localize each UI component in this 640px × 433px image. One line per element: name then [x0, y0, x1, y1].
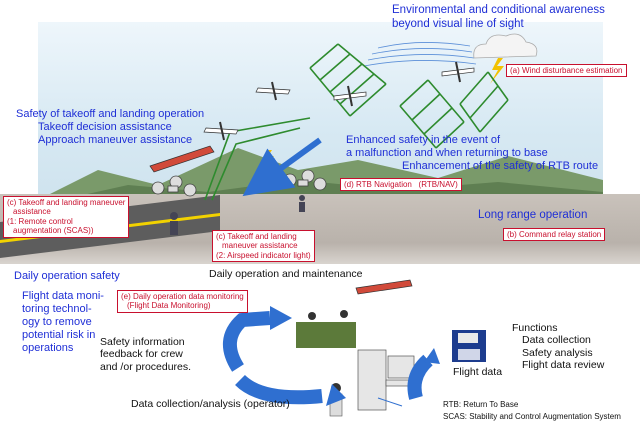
takeoff-safety-text: Safety of takeoff and landing operation …: [16, 108, 205, 146]
wind-estimation-box: (a) Wind disturbance estimation: [506, 64, 627, 78]
floppy-disk-icon: [452, 330, 486, 362]
lightning-icon: [260, 150, 274, 172]
scas-assistance-box: (c) Takeoff and landing maneuver assista…: [3, 196, 130, 238]
wind-lines-icon: [363, 42, 477, 67]
footnotes: RTB: Return To Base SCAS: Stability and …: [443, 400, 621, 422]
maintenance-label: Daily operation and maintenance: [209, 268, 363, 280]
airspeed-indicator-box: (c) Takeoff and landing maneuver assista…: [212, 230, 315, 263]
rtb-navigation-box: (d) RTB Navigation (RTB/NAV): [340, 178, 462, 192]
long-range-text: Long range operation: [478, 209, 588, 221]
data-collection-label: Data collection/analysis (operator): [131, 398, 290, 410]
feedback-text: Safety information feedback for crew and…: [100, 336, 192, 373]
maintenance-crew-icon: [296, 310, 356, 348]
uav-aircraft-icon: [149, 61, 475, 295]
pointer-arrow-icon: [377, 397, 403, 407]
enhanced-safety-text: Enhanced safety in the event of a malfun…: [346, 134, 599, 172]
flight-data-monitoring-text: Flight data moni- toring technol- ogy to…: [22, 290, 104, 354]
cycle-arrowhead-icon: [270, 306, 292, 330]
cycle-arrow-icon: [223, 311, 433, 405]
lightning-icon: [490, 58, 504, 84]
awareness-title: Environmental and conditional awareness …: [392, 4, 605, 30]
flight-data-label: Flight data: [453, 366, 503, 378]
cycle-arrowhead-icon: [424, 348, 440, 364]
flight-path-grid: [204, 43, 509, 201]
cloud-icon: [473, 33, 538, 59]
return-arrow-icon: [242, 137, 322, 197]
multicopter-drone-icon: [151, 169, 327, 197]
command-relay-box: (b) Command relay station: [503, 228, 606, 242]
workstation-computer-icon: [357, 349, 417, 411]
data-monitoring-box: (e) Daily operation data monitoring (Fli…: [117, 290, 248, 313]
functions-list: Functions Data collection Safety analysi…: [512, 322, 605, 372]
cycle-arrowhead-icon: [326, 384, 346, 406]
daily-safety-title: Daily operation safety: [14, 270, 120, 282]
